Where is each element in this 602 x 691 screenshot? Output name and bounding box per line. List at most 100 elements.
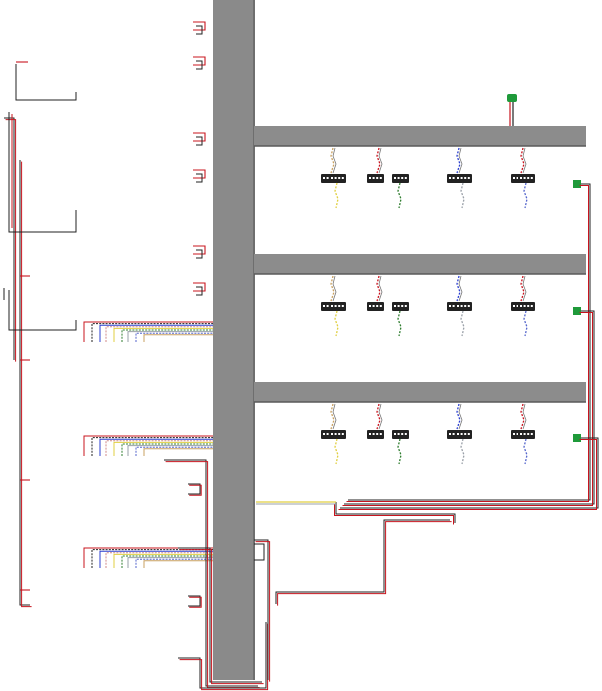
connector-bottom-1-2-pin <box>397 177 400 179</box>
connector-bottom-3-4 <box>518 430 535 439</box>
connector-bottom-2-4-body <box>518 302 535 311</box>
connector-top-2-3-pin <box>452 305 455 307</box>
lead-top-3-4 <box>520 403 525 430</box>
lower-route <box>275 519 452 606</box>
left-stub-6 <box>193 282 206 296</box>
connector-bottom-3-3 <box>455 430 472 439</box>
connector-bottom-2-3 <box>455 302 472 311</box>
connector-top-1-2-pin <box>372 177 375 179</box>
stub-dark <box>196 173 203 183</box>
wire-bundle-3-wire <box>105 552 213 568</box>
left-stub-5 <box>193 245 206 259</box>
connector-bottom-3-1-pin <box>341 433 344 435</box>
left-bracket-1 <box>15 64 77 101</box>
green-terminal-2 <box>573 307 581 315</box>
lead-top-b-3-4 <box>522 403 527 430</box>
stub-red <box>193 282 206 292</box>
return-bus-drop-dark <box>335 502 456 523</box>
lead-top-b-1-2 <box>378 147 383 174</box>
connector-top-3-2-pin <box>379 433 382 435</box>
wire-bundle-2-wire <box>127 445 213 456</box>
stub-dark <box>196 136 203 146</box>
connector-bottom-2-2-pin <box>394 305 396 307</box>
connector-top-1-2-pin <box>369 177 371 179</box>
stub-dark <box>196 249 203 259</box>
wire-bundle-2-wire <box>113 441 213 456</box>
return-bus-drop <box>334 502 456 525</box>
lead-bottom-3-3 <box>460 438 465 465</box>
connector-bottom-3-1-pin <box>338 433 341 435</box>
connector-top-2-2 <box>367 302 384 311</box>
left-harness-upper <box>4 117 17 362</box>
wire-bundle-2 <box>83 435 213 456</box>
connector-top-3-2-pin <box>369 433 371 435</box>
connector-top-3-2-pin <box>372 433 375 435</box>
connector-bottom-3-4-pin <box>520 433 522 435</box>
left-bracket-2 <box>8 112 77 233</box>
green-terminal-3 <box>573 434 581 442</box>
stub-red <box>193 132 206 142</box>
connector-top-3-1-pin <box>326 433 329 435</box>
connector-bottom-1-4-pin <box>523 177 526 179</box>
connector-bottom-3-3-pin <box>467 433 470 435</box>
lead-bottom-2-4 <box>523 310 528 337</box>
bottom-loop-2-dark <box>178 547 262 683</box>
wire-bundle-1-wire <box>143 334 213 342</box>
trunk-right-loop <box>254 539 271 682</box>
connector-top-1-4-pin <box>513 177 515 179</box>
lead-top-b-1-1 <box>332 147 337 174</box>
bottom-loop-1-dark <box>164 459 258 687</box>
connector-top-3-2 <box>367 430 384 439</box>
left-harness-main-dark <box>19 160 30 606</box>
connector-bottom-1-2-pin <box>401 177 404 179</box>
connector-top-1-2-body <box>367 174 384 183</box>
connector-top-2-2-pin <box>376 305 379 307</box>
bottom-loop-2 <box>178 547 264 685</box>
connector-bottom-1-3-pin <box>467 177 470 179</box>
wire-bundle-2-wire <box>105 440 213 456</box>
lead-bottom-1-3 <box>460 182 465 209</box>
connector-top-2-1-pin <box>323 305 325 307</box>
connector-bottom-2-1-pin <box>334 305 337 307</box>
connector-bottom-3-3-body <box>455 430 472 439</box>
connector-top-3-1-pin <box>323 433 325 435</box>
left-harness-main <box>19 160 32 608</box>
wire-bundle-1-wire <box>113 327 213 342</box>
connector-bottom-2-2-pin <box>401 305 404 307</box>
lead-bottom-2-2 <box>397 310 402 337</box>
green-terminal-1 <box>573 180 581 188</box>
lower-route-red <box>277 521 452 606</box>
wire-bundle-3-wire <box>113 553 213 568</box>
connector-bottom-1-3-pin <box>460 177 463 179</box>
connector-bottom-1-4 <box>518 174 535 183</box>
connector-top-3-2-pin <box>376 433 379 435</box>
connector-top-3-2-body <box>367 430 384 439</box>
return-bus-2-red <box>342 312 593 506</box>
connector-top-2-2-pin <box>379 305 382 307</box>
connector-bottom-2-3-pin <box>467 305 470 307</box>
bottom-loop-3-dark <box>178 622 267 689</box>
shelf-2 <box>254 254 586 274</box>
connector-bottom-3-2-pin <box>401 433 404 435</box>
lead-top-b-1-3 <box>458 147 463 174</box>
lead-bottom-2-3 <box>460 310 465 337</box>
connector-bottom-3-3-pin <box>457 433 459 435</box>
connector-bottom-3-3-pin <box>464 433 467 435</box>
wire-bundle-1-wire <box>105 326 213 342</box>
connector-bottom-2-1-pin <box>331 305 333 307</box>
return-bus-1 <box>346 183 591 502</box>
wire-bundle-3-wire <box>99 550 213 568</box>
lead-top-3-3 <box>456 403 461 430</box>
connector-bottom-1-4-pin <box>527 177 530 179</box>
connector-top-1-1-pin <box>326 177 329 179</box>
return-bus-drop-red <box>334 503 454 525</box>
connector-top-1-3-pin <box>449 177 451 179</box>
main-trunk <box>213 0 254 680</box>
connector-bottom-2-3-pin <box>460 305 463 307</box>
connector-bottom-1-1-pin <box>338 177 341 179</box>
connector-bottom-2-2 <box>392 302 409 311</box>
connector-top-2-3-pin <box>449 305 451 307</box>
connector-top-2-4-pin <box>513 305 515 307</box>
